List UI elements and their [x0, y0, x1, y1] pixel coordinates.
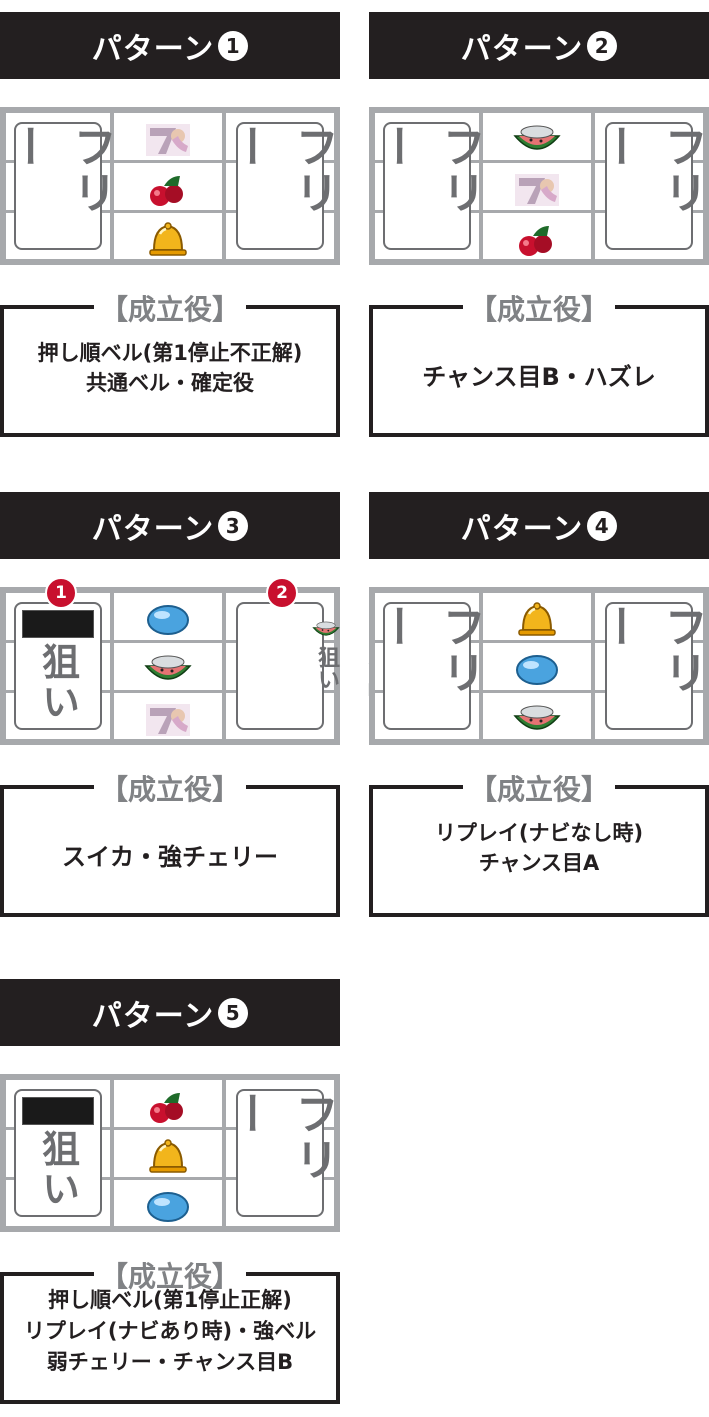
replay-icon: [140, 600, 196, 640]
logo-symbol-icon: [22, 610, 94, 638]
result-text: 押し順ベル(第1停止不正解) 共通ベル・確定役: [8, 338, 332, 398]
bell-icon: [140, 220, 196, 260]
tenpai-instruction: テンパイ時は 狙い: [174, 618, 386, 714]
replay-icon: [140, 1187, 196, 1227]
left-reel-label: 狙い: [35, 1129, 80, 1209]
right-reel-instruction: フリー: [223, 122, 338, 250]
pattern-number: 5: [218, 997, 249, 1028]
result-text: チャンス目B・ハズレ: [377, 362, 701, 392]
result-title: 【成立役】: [93, 1255, 247, 1295]
aim-group: 狙い: [294, 618, 358, 690]
bell-icon: [509, 600, 565, 640]
pattern-header-label: パターン: [460, 31, 584, 67]
pattern-header-label: パターン: [91, 31, 215, 67]
reel-window: フリー フリー: [369, 107, 709, 265]
pattern-header-label: パターン: [91, 511, 215, 547]
step-badge-2: 2: [266, 577, 298, 609]
pattern-header: パターン 1: [0, 12, 340, 79]
reel-window: フリー フリー: [0, 107, 340, 265]
cherry-icon: [140, 1087, 196, 1127]
result-line: チャンス目A: [478, 851, 600, 875]
result-line: チャンス目B・ハズレ: [422, 363, 656, 391]
result-title: 【成立役】: [93, 768, 247, 808]
pattern-header-label: パターン: [91, 998, 215, 1034]
pattern-header-label: パターン: [460, 511, 584, 547]
left-reel-label: フリー: [370, 604, 485, 696]
pattern-header: パターン 4: [369, 492, 709, 559]
watermelon-icon: [509, 120, 565, 160]
pay-line: [0, 640, 340, 643]
result-title: 【成立役】: [462, 768, 616, 808]
right-reel-label: フリー: [223, 124, 338, 216]
watermelon-icon: [509, 700, 565, 740]
bell-icon: [140, 1137, 196, 1177]
pattern-4: パターン 4 フリー フリー 【成立役】 リプレイ(ナビなし時) チャンス目A: [369, 480, 709, 925]
result-text: スイカ・強チェリー: [8, 842, 332, 872]
replay-icon: [509, 650, 565, 690]
pay-line: [369, 160, 709, 163]
logo-symbol-icon: [22, 1097, 94, 1125]
right-reel-label: フリー: [592, 604, 707, 696]
result-line: リプレイ(ナビなし時): [434, 821, 644, 845]
aim-instruction: 狙い: [3, 610, 113, 722]
pattern-header: パターン 2: [369, 12, 709, 79]
pattern-number: 4: [587, 510, 618, 541]
left-reel-instruction: 狙い: [14, 602, 102, 730]
pattern-header: パターン 3: [0, 492, 340, 559]
left-reel-label: フリー: [370, 124, 485, 216]
right-reel-label: フリー: [223, 1091, 338, 1183]
pattern-number: 3: [218, 510, 249, 541]
left-reel-label: 狙い: [35, 642, 80, 722]
watermelon-icon: [140, 650, 196, 690]
seven-icon: [509, 170, 565, 210]
right-reel-instruction: フリー: [592, 122, 707, 250]
result-title: 【成立役】: [462, 288, 616, 328]
pay-line: [369, 210, 709, 213]
result-line: 共通ベル・確定役: [86, 371, 254, 395]
seven-icon: [140, 700, 196, 740]
pay-line: [0, 1177, 340, 1180]
result-text: リプレイ(ナビなし時) チャンス目A: [377, 818, 701, 878]
result-line: 押し順ベル(第1停止正解): [48, 1288, 292, 1312]
pay-line: [369, 690, 709, 693]
pay-line: [0, 210, 340, 213]
result-line: 押し順ベル(第1停止不正解): [37, 341, 303, 365]
right-reel-instruction: テンパイ時は 狙い: [236, 602, 384, 730]
cherry-icon: [140, 170, 196, 210]
pattern-5: パターン 5 狙い フリー 【成立役】 押し順ベル(第1停止正解) リプレイ(ナ…: [0, 967, 340, 1412]
result-line: スイカ・強チェリー: [62, 843, 278, 871]
reel-window: フリー フリー: [369, 587, 709, 745]
left-reel-label: フリー: [1, 124, 116, 216]
cherry-icon: [509, 220, 565, 260]
reel-window: 狙い テンパイ時は 狙い: [0, 587, 384, 745]
result-line: リプレイ(ナビあり時)・強ベル: [23, 1319, 317, 1343]
right-reel-instruction: フリー: [223, 1089, 338, 1217]
pay-line: [0, 1127, 340, 1130]
pay-line: [0, 690, 340, 693]
left-reel-instruction: 狙い: [14, 1089, 102, 1217]
left-reel-instruction: フリー: [370, 602, 485, 730]
pay-line: [0, 160, 340, 163]
pattern-number: 1: [218, 30, 249, 61]
watermelon-icon: [312, 621, 340, 636]
right-reel-label: 狙い: [314, 646, 339, 690]
pattern-1: パターン 1 フリー フリー 【成立役】 押し順ベル(第1停止不正解) 共通ベル…: [0, 0, 340, 445]
pattern-number: 2: [587, 30, 618, 61]
pattern-header: パターン 5: [0, 979, 340, 1046]
right-reel-instruction: フリー: [592, 602, 707, 730]
pattern-3: パターン 3 狙い テンパイ時は 狙い 1 2 【成: [0, 480, 384, 925]
right-reel-label: フリー: [592, 124, 707, 216]
result-text: 押し順ベル(第1停止正解) リプレイ(ナビあり時)・強ベル 弱チェリー・チャンス…: [8, 1285, 332, 1378]
left-reel-instruction: フリー: [1, 122, 116, 250]
left-reel-instruction: フリー: [370, 122, 485, 250]
reel-window: 狙い フリー: [0, 1074, 340, 1232]
result-title: 【成立役】: [93, 288, 247, 328]
result-line: 弱チェリー・チャンス目B: [46, 1350, 294, 1374]
seven-icon: [140, 120, 196, 160]
aim-instruction: 狙い: [3, 1097, 113, 1209]
pay-line: [369, 640, 709, 643]
pattern-2: パターン 2 フリー フリー 【成立役】 チャンス目B・ハズレ: [369, 0, 709, 445]
step-badge-1: 1: [45, 577, 77, 609]
